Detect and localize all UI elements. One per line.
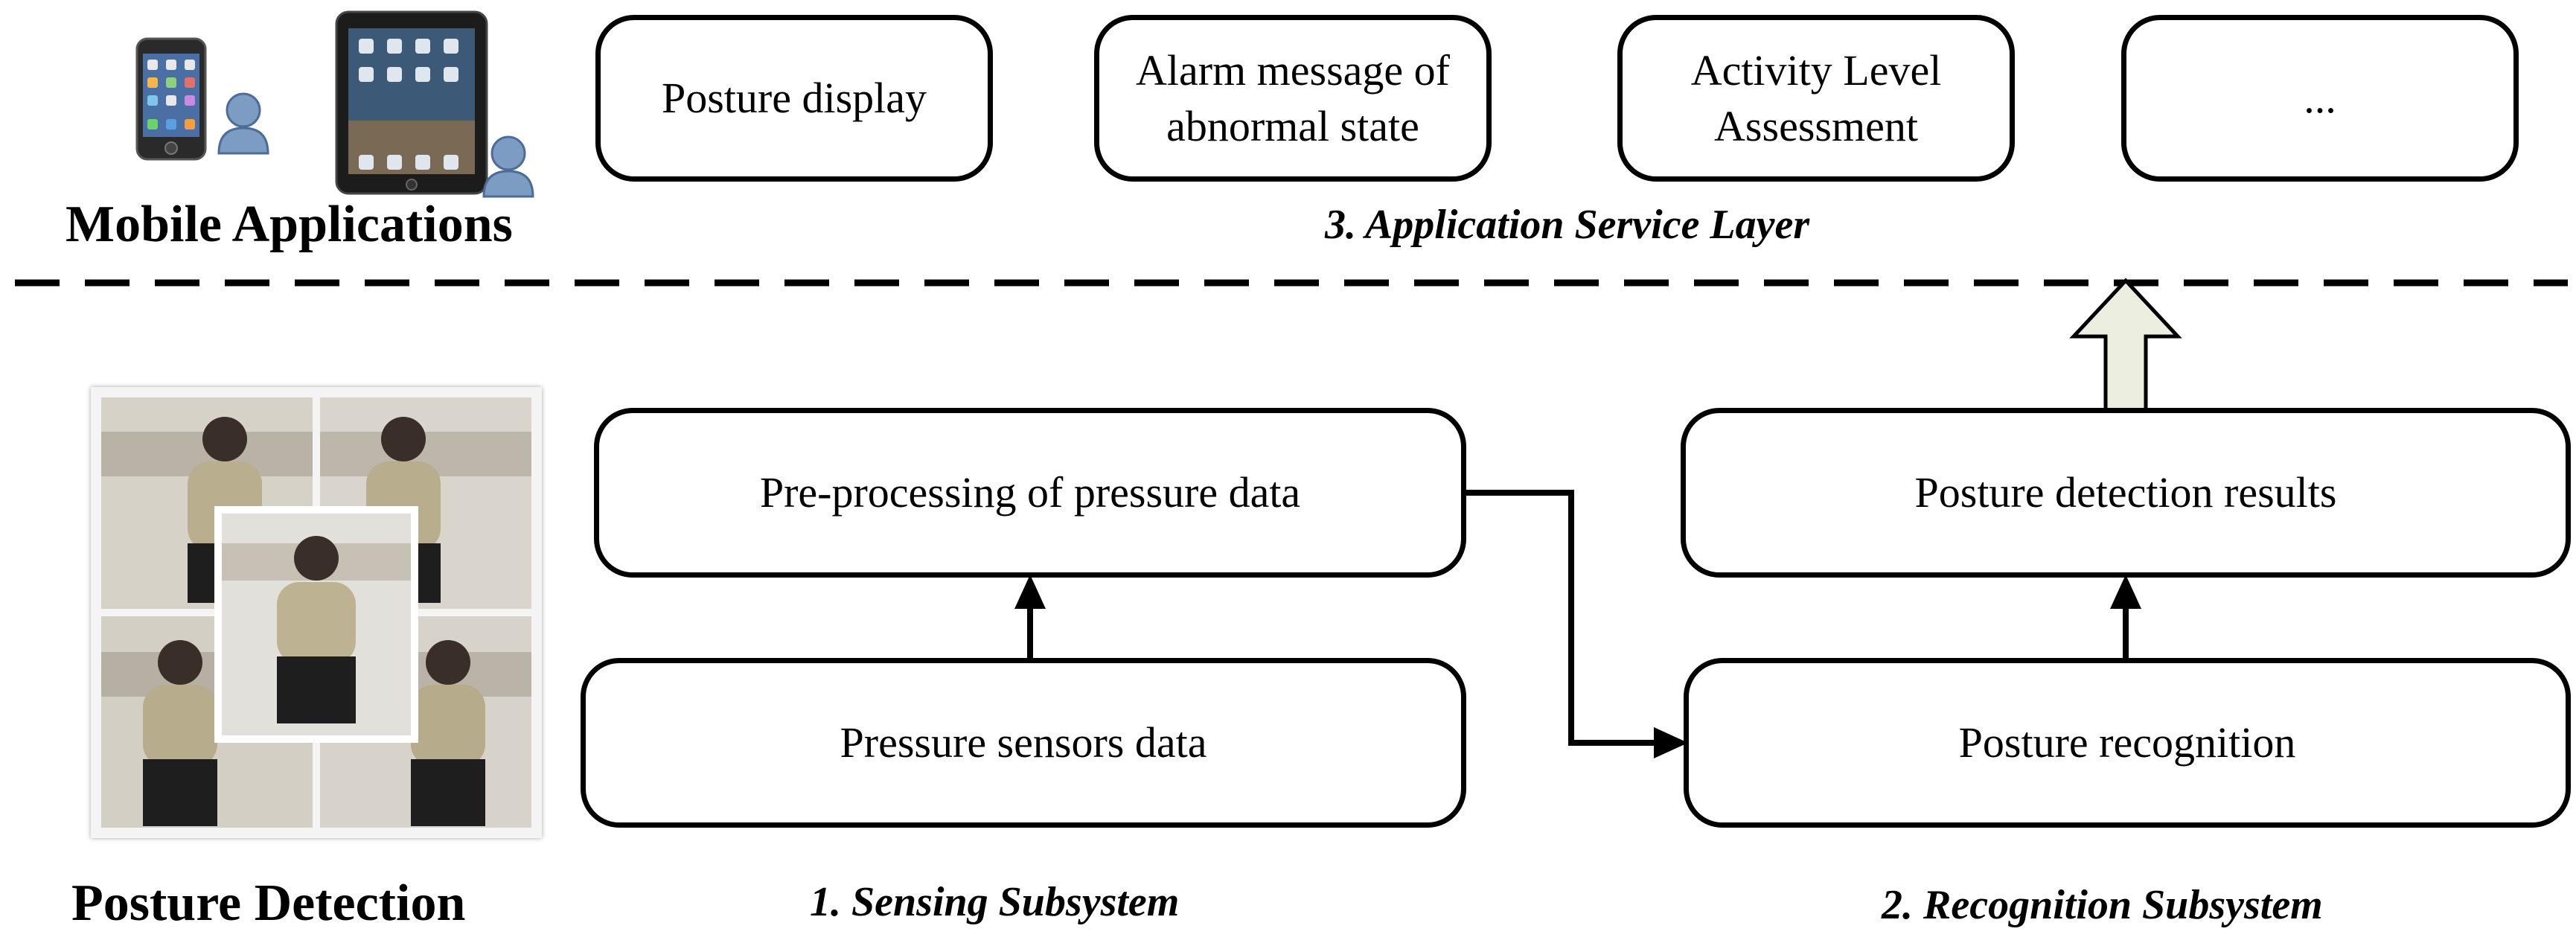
sensing-subsystem-label: 1. Sensing Subsystem: [810, 879, 1180, 925]
posture-display-box: Posture display: [595, 15, 993, 182]
activity-level-box: Activity Level Assessment: [1617, 15, 2015, 182]
more-services-box: ...: [2121, 15, 2519, 182]
application-layer-label: 3. Application Service Layer: [1325, 202, 1810, 248]
posture-recognition-box: Posture recognition: [1684, 658, 2571, 828]
user-icon: [479, 132, 537, 199]
user-icon: [214, 89, 272, 156]
mobile-applications-title: Mobile Applications: [65, 196, 513, 253]
pressure-sensors-box: Pressure sensors data: [581, 658, 1466, 828]
posture-detection-results-box: Posture detection results: [1681, 408, 2571, 578]
alarm-message-box: Alarm message of abnormal state: [1094, 15, 1492, 182]
recognition-subsystem-label: 2. Recognition Subsystem: [1882, 882, 2323, 928]
posture-detection-title: Posture Detection: [71, 875, 466, 932]
arrowhead-preprocessing-to-recognition: [1654, 727, 1688, 758]
person-photo-collage: [91, 387, 542, 838]
tablet-icon: [333, 9, 490, 196]
arrowhead-recognition-to-results: [2110, 575, 2141, 609]
preprocessing-box: Pre-processing of pressure data: [594, 408, 1466, 578]
smartphone-icon: [134, 36, 208, 162]
arrow-preprocessing-to-recognition: [1466, 490, 1660, 746]
arrowhead-sensors-to-preprocessing: [1014, 575, 1046, 609]
up-arrow-to-application-layer: [2069, 278, 2182, 413]
